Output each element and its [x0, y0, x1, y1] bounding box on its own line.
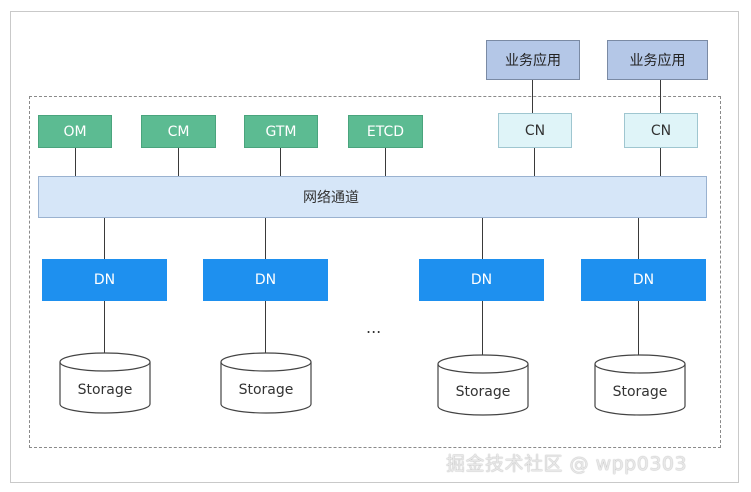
storage-label: Storage — [238, 382, 294, 398]
dn-node: DN — [419, 259, 544, 301]
cluster-boundary — [29, 96, 721, 448]
database-icon — [594, 354, 686, 416]
cm-node: CM — [141, 115, 216, 148]
network-channel-label: 网络通道 — [303, 190, 359, 206]
outer-frame — [10, 11, 739, 483]
connector-net-dn3 — [482, 218, 483, 259]
business-app-node: 业务应用 — [486, 40, 580, 80]
more-nodes-ellipsis: ... — [366, 318, 382, 337]
storage-label: Storage — [77, 382, 133, 398]
storage-cylinder: Storage — [59, 352, 151, 414]
connector-net-dn1 — [104, 218, 105, 259]
connector-gtm-net — [280, 148, 281, 176]
connector-dn2-storage2 — [265, 301, 266, 361]
connector-etcd-net — [385, 148, 386, 176]
connector-dn3-storage3 — [482, 301, 483, 361]
database-icon — [59, 352, 151, 414]
dn-node: DN — [581, 259, 706, 301]
connector-cm-net — [178, 148, 179, 176]
gtm-node: GTM — [244, 115, 318, 148]
database-icon — [437, 354, 529, 416]
storage-label: Storage — [612, 384, 668, 400]
connector-cn2-net — [660, 148, 661, 176]
cn-node: CN — [498, 113, 572, 148]
storage-cylinder: Storage — [437, 354, 529, 416]
watermark-text: 掘金技术社区 @ wpp0303 — [446, 453, 688, 475]
dn-node: DN — [42, 259, 167, 301]
database-icon — [220, 352, 312, 414]
connector-app1-cn1 — [532, 80, 533, 113]
storage-label: Storage — [455, 384, 511, 400]
network-channel: 网络通道 — [38, 176, 707, 218]
storage-cylinder: Storage — [594, 354, 686, 416]
connector-om-net — [75, 148, 76, 176]
cn-node: CN — [624, 113, 698, 148]
connector-dn1-storage1 — [104, 301, 105, 361]
connector-dn4-storage4 — [638, 301, 639, 361]
etcd-node: ETCD — [348, 115, 423, 148]
business-app-node: 业务应用 — [607, 40, 708, 80]
connector-cn1-net — [534, 148, 535, 176]
dn-node: DN — [203, 259, 328, 301]
connector-net-dn4 — [638, 218, 639, 259]
connector-net-dn2 — [265, 218, 266, 259]
om-node: OM — [38, 115, 112, 148]
storage-cylinder: Storage — [220, 352, 312, 414]
connector-app2-cn2 — [660, 80, 661, 113]
